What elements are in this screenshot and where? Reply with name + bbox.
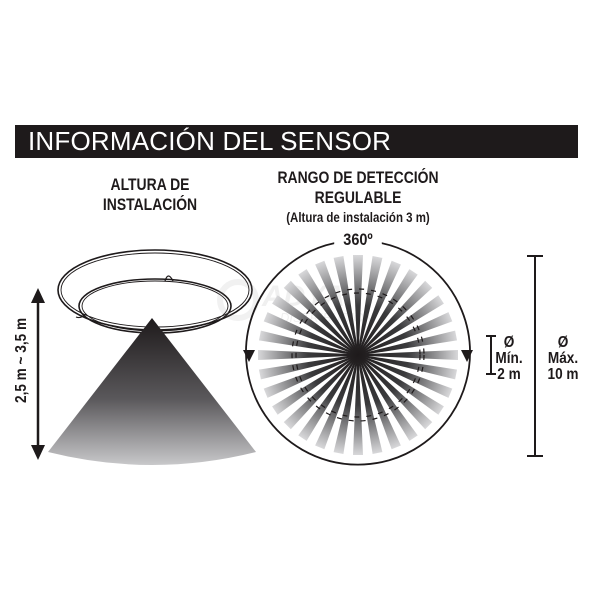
detection-ray — [258, 330, 359, 356]
detection-range-heading-line2: REGULABLE — [314, 188, 402, 207]
max-diameter-text: Máx. — [547, 350, 579, 367]
detection-ray — [298, 269, 359, 356]
detection-ray — [333, 255, 359, 356]
detection-ray — [357, 354, 383, 455]
detection-ray — [283, 354, 359, 430]
max-diameter-value: 10 m — [547, 366, 579, 383]
detection-ray — [263, 312, 359, 356]
header-bar: INFORMACIÓN DEL SENSOR — [15, 125, 578, 158]
detection-ray — [357, 260, 401, 356]
detection-ray — [353, 255, 363, 355]
detection-ray — [258, 350, 358, 360]
detection-ray — [357, 255, 383, 356]
min-diameter-text: Mín. — [495, 350, 523, 367]
detection-ray — [357, 354, 418, 441]
detection-ray — [272, 295, 359, 356]
detection-ray — [333, 354, 359, 455]
detection-ray — [315, 260, 359, 356]
installation-height-heading-line2: INSTALACIÓN — [102, 195, 198, 214]
installation-height-heading: ALTURA DE INSTALACIÓN — [84, 175, 215, 215]
arrow-down-left-icon — [243, 350, 255, 362]
max-diameter-label: Ø Máx. 10 m — [543, 335, 582, 383]
radial-detection-pattern — [258, 255, 458, 455]
header-title: INFORMACIÓN DEL SENSOR — [28, 126, 392, 156]
detection-ray — [357, 330, 458, 356]
detection-ray — [258, 354, 359, 380]
detection-ray — [315, 354, 359, 450]
detection-ray — [357, 354, 444, 415]
min-diameter-bracket — [486, 335, 496, 375]
detection-inner-rings — [291, 288, 425, 422]
height-arrow-icon — [31, 288, 45, 460]
max-diameter-bracket — [527, 255, 543, 457]
min-diameter-value: 2 m — [497, 366, 521, 383]
detection-ray — [283, 280, 359, 356]
max-diameter-symbol: Ø — [557, 334, 569, 351]
installation-height-heading-line1: ALTURA DE — [110, 175, 190, 194]
detection-ray — [357, 354, 458, 380]
detection-ray — [357, 295, 444, 356]
detection-ray — [353, 355, 363, 455]
detection-ray — [357, 312, 453, 356]
detection-ray — [358, 350, 458, 360]
detection-ray — [357, 354, 433, 430]
detection-ray — [357, 354, 401, 450]
detection-range-heading-line1: RANGO DE DETECCIÓN — [277, 168, 439, 187]
detection-ray — [357, 269, 418, 356]
min-diameter-label: Ø Mín. 2 m — [495, 335, 524, 383]
installation-height-range: 2,5 m ~ 3,5 m — [13, 317, 30, 403]
min-diameter-symbol: Ø — [503, 334, 515, 351]
rotation-circle — [243, 242, 473, 466]
detection-ray — [263, 354, 359, 398]
angle-label: 360º — [334, 230, 382, 250]
detection-range-subtitle: (Altura de instalación 3 m) — [286, 209, 430, 225]
detection-ray — [357, 354, 453, 398]
detection-cone — [48, 318, 256, 465]
detection-ray — [272, 354, 359, 415]
detection-range-heading: RANGO DE DETECCIÓN REGULABLE (Altura de … — [268, 168, 448, 226]
detection-ray — [298, 354, 359, 441]
detection-ray — [357, 280, 433, 356]
arrow-down-right-icon — [461, 350, 473, 362]
